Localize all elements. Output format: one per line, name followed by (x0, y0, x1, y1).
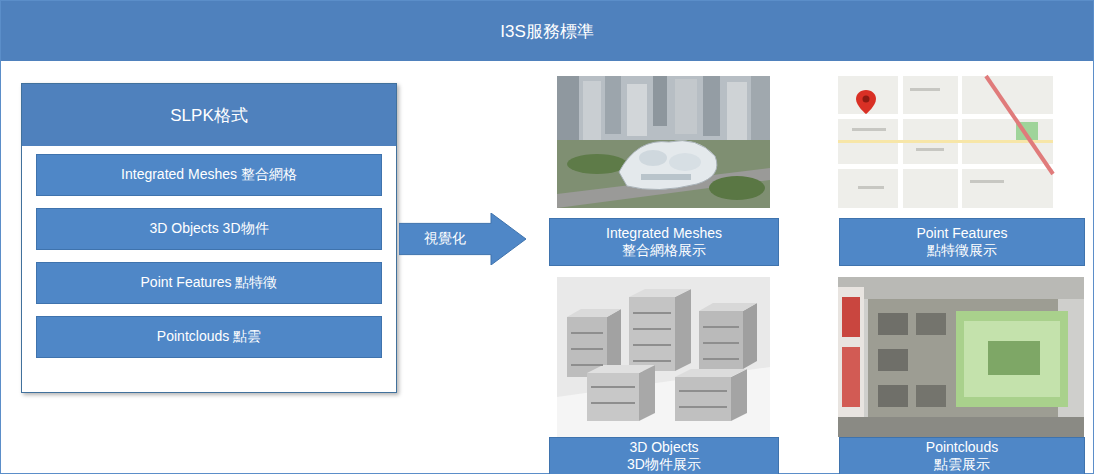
building-block (587, 373, 639, 421)
building-block (675, 289, 691, 371)
mesh-photo (583, 81, 601, 143)
building-block (699, 311, 743, 369)
caption-box: 3D Objects 3D物件展示 (549, 437, 779, 474)
pointcloud-image (838, 417, 1084, 437)
map-image (838, 76, 1053, 208)
mesh-photo (605, 76, 621, 134)
pointcloud-image (842, 297, 860, 337)
building-block (699, 303, 757, 311)
map-image (838, 140, 1053, 143)
box-label: Pointclouds 點雲 (157, 328, 261, 346)
map-image (838, 114, 1053, 119)
mesh-photo (669, 153, 701, 171)
header-band: I3S服務標準 (1, 1, 1093, 61)
building-block (675, 377, 731, 421)
mesh-photo (557, 76, 579, 146)
pointcloud-image (878, 385, 908, 407)
mesh-photo (709, 176, 765, 200)
pointcloud-image (878, 349, 908, 371)
pointcloud-image (838, 287, 864, 437)
mesh-photo (703, 76, 720, 136)
building-block (587, 365, 655, 373)
box-label: 3D Objects 3D物件展示 (602, 439, 727, 473)
map-image (852, 128, 886, 131)
building-block (629, 289, 691, 297)
map-image (986, 76, 1053, 174)
map-image (858, 186, 884, 189)
building-block (629, 297, 675, 371)
map-image (910, 88, 940, 91)
format-box: Integrated Meshes 整合網格 (36, 154, 382, 196)
caption-box: Pointclouds 點雲展示 (839, 437, 1085, 474)
building-block (567, 309, 621, 317)
pointcloud-image (838, 277, 1084, 299)
building-block (675, 369, 747, 421)
box-label: Integrated Meshes 整合網格展示 (602, 225, 727, 259)
format-box: 3D Objects 3D物件 (36, 208, 382, 250)
mesh-photo (727, 82, 747, 140)
arrow-label: 視覺化 (424, 230, 466, 248)
mesh-photo (639, 150, 667, 166)
format-box: Point Features 點特徵 (36, 262, 382, 304)
box-label: Point Features 點特徵 (141, 274, 278, 292)
buildings-image (557, 277, 770, 437)
buildings-image (571, 313, 739, 407)
caption-box: Point Features 點特徵展示 (839, 218, 1085, 266)
buildings-image (557, 367, 770, 437)
pointcloud-image (878, 313, 908, 335)
mesh-photo (641, 174, 691, 180)
mesh-photo (567, 154, 627, 174)
map-image (970, 180, 1004, 183)
map-image (916, 148, 944, 151)
pointcloud-image (838, 277, 1084, 437)
pointcloud-image (956, 311, 1068, 407)
mesh-photo (557, 76, 770, 208)
map-image (856, 90, 876, 114)
pointcloud-image (916, 385, 946, 407)
building-block (639, 365, 655, 421)
box-label: Point Features 點特徵展示 (900, 225, 1025, 259)
mesh-photo (557, 76, 770, 208)
box-label: Pointclouds 點雲展示 (900, 439, 1025, 473)
format-panel: SLPK格式 Integrated Meshes 整合網格 3D Objects 3… (21, 83, 397, 393)
box-label: Integrated Meshes 整合網格 (121, 166, 297, 184)
mesh-photo (653, 76, 667, 126)
mesh-photo (751, 76, 770, 142)
building-block (675, 369, 747, 377)
mesh-photo (627, 84, 647, 136)
block-arrow: 視覺化 (399, 213, 527, 265)
buildings-image (557, 277, 770, 437)
header-band: SLPK格式 (22, 84, 396, 146)
pointcloud-image (842, 347, 860, 407)
mesh-photo (675, 79, 697, 134)
building-block (731, 369, 747, 421)
building-block (743, 303, 757, 369)
building-block (587, 365, 655, 421)
pointcloud-image (988, 341, 1040, 375)
map-image (838, 164, 1053, 169)
pointcloud-image (916, 313, 946, 335)
mesh-photo (557, 140, 770, 208)
map-image (838, 76, 1053, 208)
mesh-photo (619, 141, 717, 190)
format-box: Pointclouds 點雲 (36, 316, 382, 358)
pointcloud-image (838, 277, 1084, 437)
arrow-outline (399, 213, 526, 265)
map-image (863, 96, 870, 103)
box-label: 3D Objects 3D物件 (149, 220, 268, 238)
pointcloud-image (964, 321, 1060, 397)
caption-box: Integrated Meshes 整合網格展示 (549, 218, 779, 266)
